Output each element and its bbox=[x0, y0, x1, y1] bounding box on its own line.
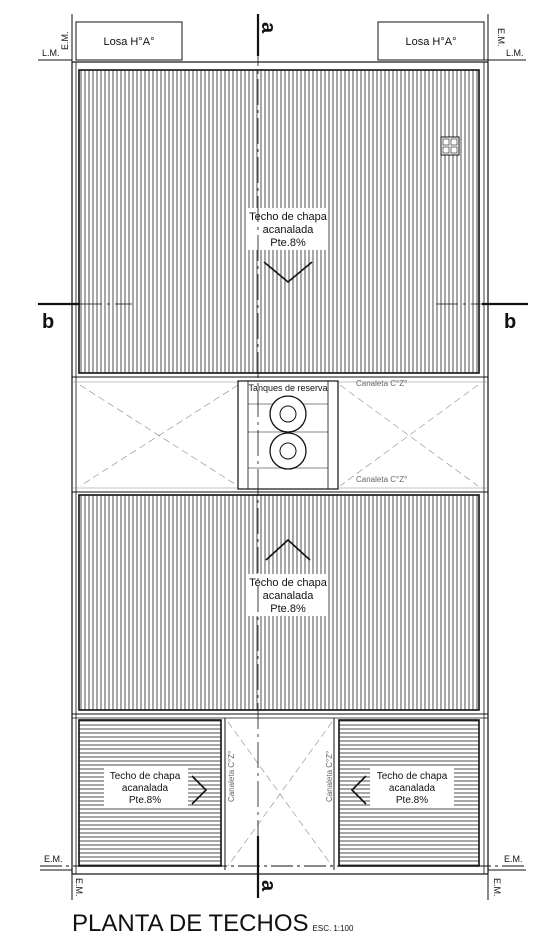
slope-arrow-bottom-right bbox=[350, 775, 367, 805]
roof-bottom-right-line2: acanalada bbox=[389, 783, 436, 794]
tanks-label: Tanques de reserva bbox=[248, 383, 327, 393]
roof-bottom-right-line1: Techo de chapa bbox=[377, 771, 448, 782]
section-a-label-bottom: a bbox=[257, 880, 279, 892]
water-tank-icon bbox=[269, 432, 307, 470]
em-label-top-left: E.M. bbox=[60, 31, 70, 50]
roof-bottom-right-line3: Pte.8% bbox=[396, 795, 428, 806]
section-b-label-right: b bbox=[504, 311, 516, 333]
top-boundary: L.M. L.M. E.M. E.M. bbox=[38, 14, 526, 66]
slab-label-right: Losa H°A° bbox=[406, 36, 457, 48]
gutter-label-left: Canaleta C°Z° bbox=[227, 751, 236, 802]
vent-grille-icon bbox=[440, 136, 460, 156]
lm-label-right: L.M. bbox=[506, 48, 524, 58]
roof-top-line2: acanalada bbox=[263, 224, 315, 236]
slab-left: Losa H°A° bbox=[75, 21, 183, 61]
roof-middle-line2: acanalada bbox=[263, 590, 315, 602]
building-outline bbox=[71, 61, 489, 875]
roof-top: Techo de chapa acanalada Pte.8% bbox=[78, 69, 480, 374]
section-line-b: b b bbox=[38, 302, 528, 333]
em-label-bottom-right: E.M. bbox=[504, 854, 523, 864]
section-b-label-left: b bbox=[42, 311, 54, 333]
bottom-boundary: E.M. E.M. E.M. E.M. bbox=[40, 854, 526, 900]
em-label-side-left: E.M. bbox=[74, 878, 84, 897]
gutter-label-top: Canaleta C°Z° bbox=[356, 379, 407, 388]
roof-top-line3: Pte.8% bbox=[270, 237, 306, 249]
slope-arrow-top bbox=[263, 261, 313, 284]
slope-arrow-middle bbox=[265, 538, 311, 561]
slab-right: Losa H°A° bbox=[377, 21, 485, 61]
section-a-label-top: a bbox=[257, 22, 279, 34]
gutter-label-right: Canaleta C°Z° bbox=[325, 751, 334, 802]
tanks-band: Tanques de reserva Canaleta C°Z° Canalet… bbox=[72, 376, 488, 493]
lm-label-left: L.M. bbox=[42, 48, 60, 58]
bottom-band: Techo de chapa acanalada Pte.8% Canaleta… bbox=[72, 713, 488, 870]
drawing-title-text: PLANTA DE TECHOS bbox=[72, 910, 309, 937]
water-tank-icon bbox=[269, 395, 307, 433]
slab-label-left: Losa H°A° bbox=[104, 36, 155, 48]
em-label-bottom-left: E.M. bbox=[44, 854, 63, 864]
roof-bottom-left-line3: Pte.8% bbox=[129, 795, 161, 806]
roof-middle-line1: Techo de chapa bbox=[249, 577, 328, 589]
gutter-label-bottom: Canaleta C°Z° bbox=[356, 475, 407, 484]
section-line-a: a a bbox=[256, 14, 279, 898]
roof-top-line1: Techo de chapa bbox=[249, 211, 328, 223]
roof-middle-line3: Pte.8% bbox=[270, 603, 306, 615]
roof-middle: Techo de chapa acanalada Pte.8% bbox=[78, 494, 480, 711]
em-label-side-right: E.M. bbox=[492, 878, 502, 897]
slope-arrow-bottom-left bbox=[191, 775, 208, 805]
em-label-top-right: E.M. bbox=[496, 28, 506, 47]
roof-bottom-left-line2: acanalada bbox=[122, 783, 169, 794]
roof-bottom-left-line1: Techo de chapa bbox=[110, 771, 181, 782]
drawing-scale: ESC. 1:100 bbox=[312, 924, 354, 933]
